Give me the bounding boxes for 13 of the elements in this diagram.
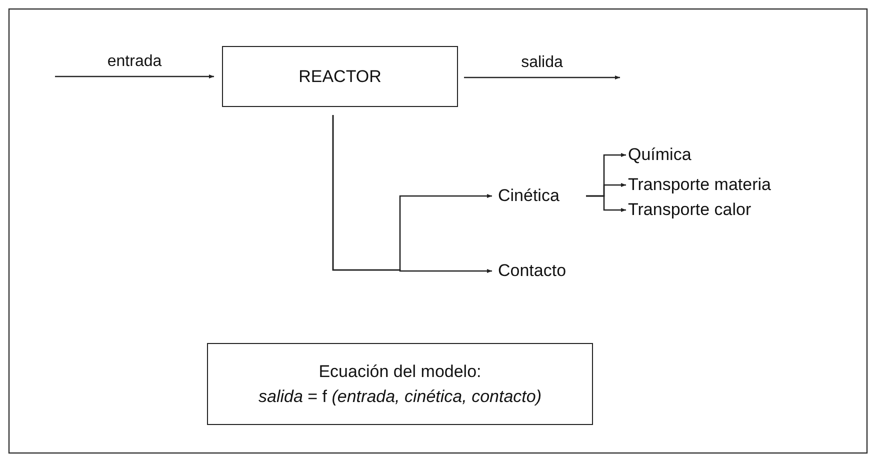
arrow: [55, 74, 214, 78]
box-label: REACTOR: [298, 66, 382, 88]
node-label: Transporte calor: [628, 199, 752, 222]
node-label: Contacto: [498, 260, 566, 282]
process-box: [222, 46, 458, 107]
arrow: [464, 76, 620, 80]
node-label: Química: [628, 144, 692, 166]
node-label: Cinética: [498, 185, 560, 208]
arrow: [586, 195, 626, 212]
equation-text: salida = f (entrada, cinética, contacto): [258, 386, 542, 408]
node-label: Transporte materia: [628, 174, 771, 196]
equation-heading: Ecuación del modelo:: [318, 360, 482, 382]
equation-box: [207, 343, 593, 425]
